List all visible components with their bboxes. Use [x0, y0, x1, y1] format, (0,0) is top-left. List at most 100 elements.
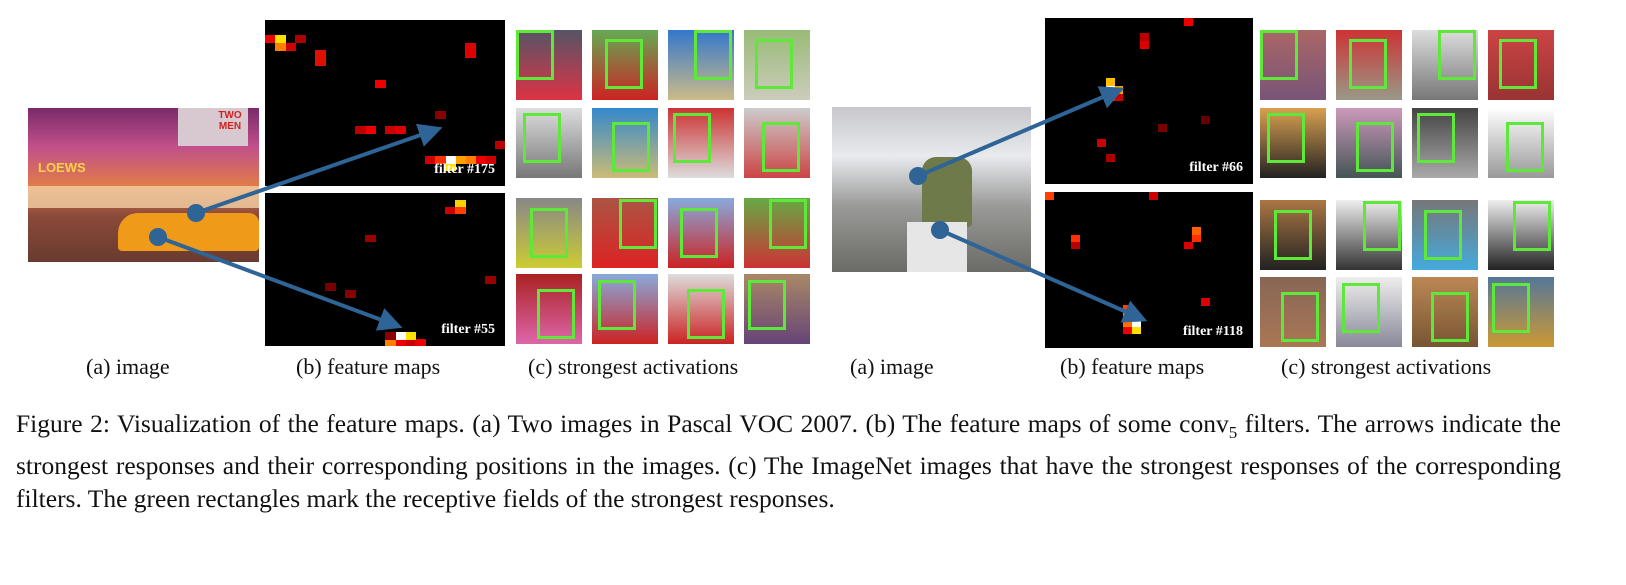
activation-thumbnail: [1336, 277, 1402, 347]
heat-cell: [275, 42, 286, 51]
activation-thumbnail: [744, 274, 810, 344]
heat-cell: [455, 206, 466, 215]
heat-cell: [1131, 326, 1141, 335]
receptive-field-box: [530, 208, 568, 258]
receptive-field-box: [516, 30, 554, 80]
activation-thumbnail: [592, 108, 658, 178]
heat-cell: [365, 125, 376, 134]
activation-thumbnail: [1260, 277, 1326, 347]
receptive-field-box: [1260, 30, 1298, 80]
activation-thumbnail: [1336, 108, 1402, 178]
activation-thumbnail: [668, 108, 734, 178]
heat-cell: [475, 155, 486, 164]
heat-cell: [1114, 85, 1124, 94]
heat-cell: [455, 155, 466, 164]
activation-thumbnail: [516, 274, 582, 344]
heat-cell: [1071, 241, 1081, 250]
activation-thumbnail: [516, 30, 582, 100]
receptive-field-box: [1363, 201, 1401, 251]
receptive-field-box: [1267, 113, 1305, 163]
heat-cell: [385, 125, 396, 134]
activation-thumbnail: [668, 274, 734, 344]
heat-cell: [485, 155, 496, 164]
billboard-text: TWO MEN: [218, 110, 242, 132]
receptive-field-box: [1438, 30, 1476, 80]
heat-cell: [395, 125, 406, 134]
feature-map-118: filter #118: [1045, 192, 1253, 348]
activation-thumbnail: [592, 274, 658, 344]
receptive-field-box: [1342, 283, 1380, 333]
heat-cell: [405, 339, 416, 346]
activation-thumbnail: [592, 198, 658, 268]
heat-cell: [485, 276, 496, 284]
heat-cell: [1123, 326, 1133, 335]
activation-thumbnail: [1412, 108, 1478, 178]
heat-cell: [1105, 85, 1115, 94]
heat-cell: [1105, 93, 1115, 102]
office-cubicle-image: [832, 107, 1031, 272]
heat-cell: [1183, 18, 1193, 27]
heat-cell: [1140, 40, 1150, 49]
heat-cell: [1123, 319, 1133, 328]
feature-map-55: filter #55: [265, 193, 505, 346]
heat-cell: [465, 42, 476, 51]
receptive-field-box: [1424, 210, 1462, 260]
heat-cell: [1097, 138, 1107, 147]
heat-cell: [1071, 234, 1081, 243]
heat-cell: [345, 290, 356, 298]
activation-thumbnail: [516, 198, 582, 268]
caption-label: Figure 2:: [16, 409, 110, 438]
receptive-field-box: [673, 113, 711, 163]
heat-cell: [445, 155, 456, 164]
receptive-field-box: [687, 289, 725, 339]
activation-thumbnail: [516, 108, 582, 178]
heat-cell: [1045, 192, 1055, 200]
receptive-field-box: [523, 113, 561, 163]
receptive-field-box: [1506, 122, 1544, 172]
activation-thumbnail: [1336, 200, 1402, 270]
heat-cell: [1201, 298, 1211, 306]
activation-thumbnail: [744, 198, 810, 268]
heat-cell: [445, 206, 456, 215]
heat-cell: [1131, 319, 1141, 328]
heat-cell: [495, 140, 505, 149]
receptive-field-box: [1281, 292, 1319, 342]
heat-cell: [285, 42, 296, 51]
receptive-field-box: [1499, 39, 1537, 89]
caption-text: Visualization of the feature maps. (a) T…: [116, 409, 1229, 438]
caption-text-2: filters. The arrows indicate the stronge…: [16, 409, 1561, 514]
receptive-field-box: [619, 199, 657, 249]
activation-thumbnail: [592, 30, 658, 100]
heat-cell: [435, 155, 446, 164]
subcaption-a: (a) image: [86, 354, 170, 379]
filter-label: filter #55: [441, 322, 495, 337]
activation-thumbnail: [1488, 108, 1554, 178]
activation-thumbnail: [1260, 30, 1326, 100]
heat-cell: [1157, 123, 1167, 132]
heat-cell: [315, 50, 326, 59]
heat-cell: [395, 332, 406, 340]
taxi: [118, 213, 259, 251]
activation-thumbnail: [1412, 30, 1478, 100]
subcaption-c: (c) strongest activations: [1281, 354, 1492, 379]
heat-cell: [465, 50, 476, 59]
cabinet: [907, 222, 967, 272]
heat-cell: [315, 57, 326, 66]
subcaption-b: (b) feature maps: [1060, 354, 1205, 379]
activation-thumbnail: [1260, 108, 1326, 178]
filter-label: filter #66: [1189, 160, 1243, 175]
receptive-field-box: [1513, 201, 1551, 251]
heat-cell: [1140, 33, 1150, 42]
receptive-field-box: [748, 280, 786, 330]
heat-cell: [1123, 305, 1133, 314]
activation-thumbnail: [744, 30, 810, 100]
heat-cell: [1105, 78, 1115, 87]
activation-thumbnail: [1488, 277, 1554, 347]
activation-thumbnail: [1336, 30, 1402, 100]
heat-cell: [365, 234, 376, 243]
receptive-field-box: [694, 30, 732, 80]
feature-map-66: filter #66: [1045, 18, 1253, 184]
heat-cell: [415, 339, 426, 346]
heat-cell: [1105, 153, 1115, 162]
activation-thumbnail: [1412, 277, 1478, 347]
